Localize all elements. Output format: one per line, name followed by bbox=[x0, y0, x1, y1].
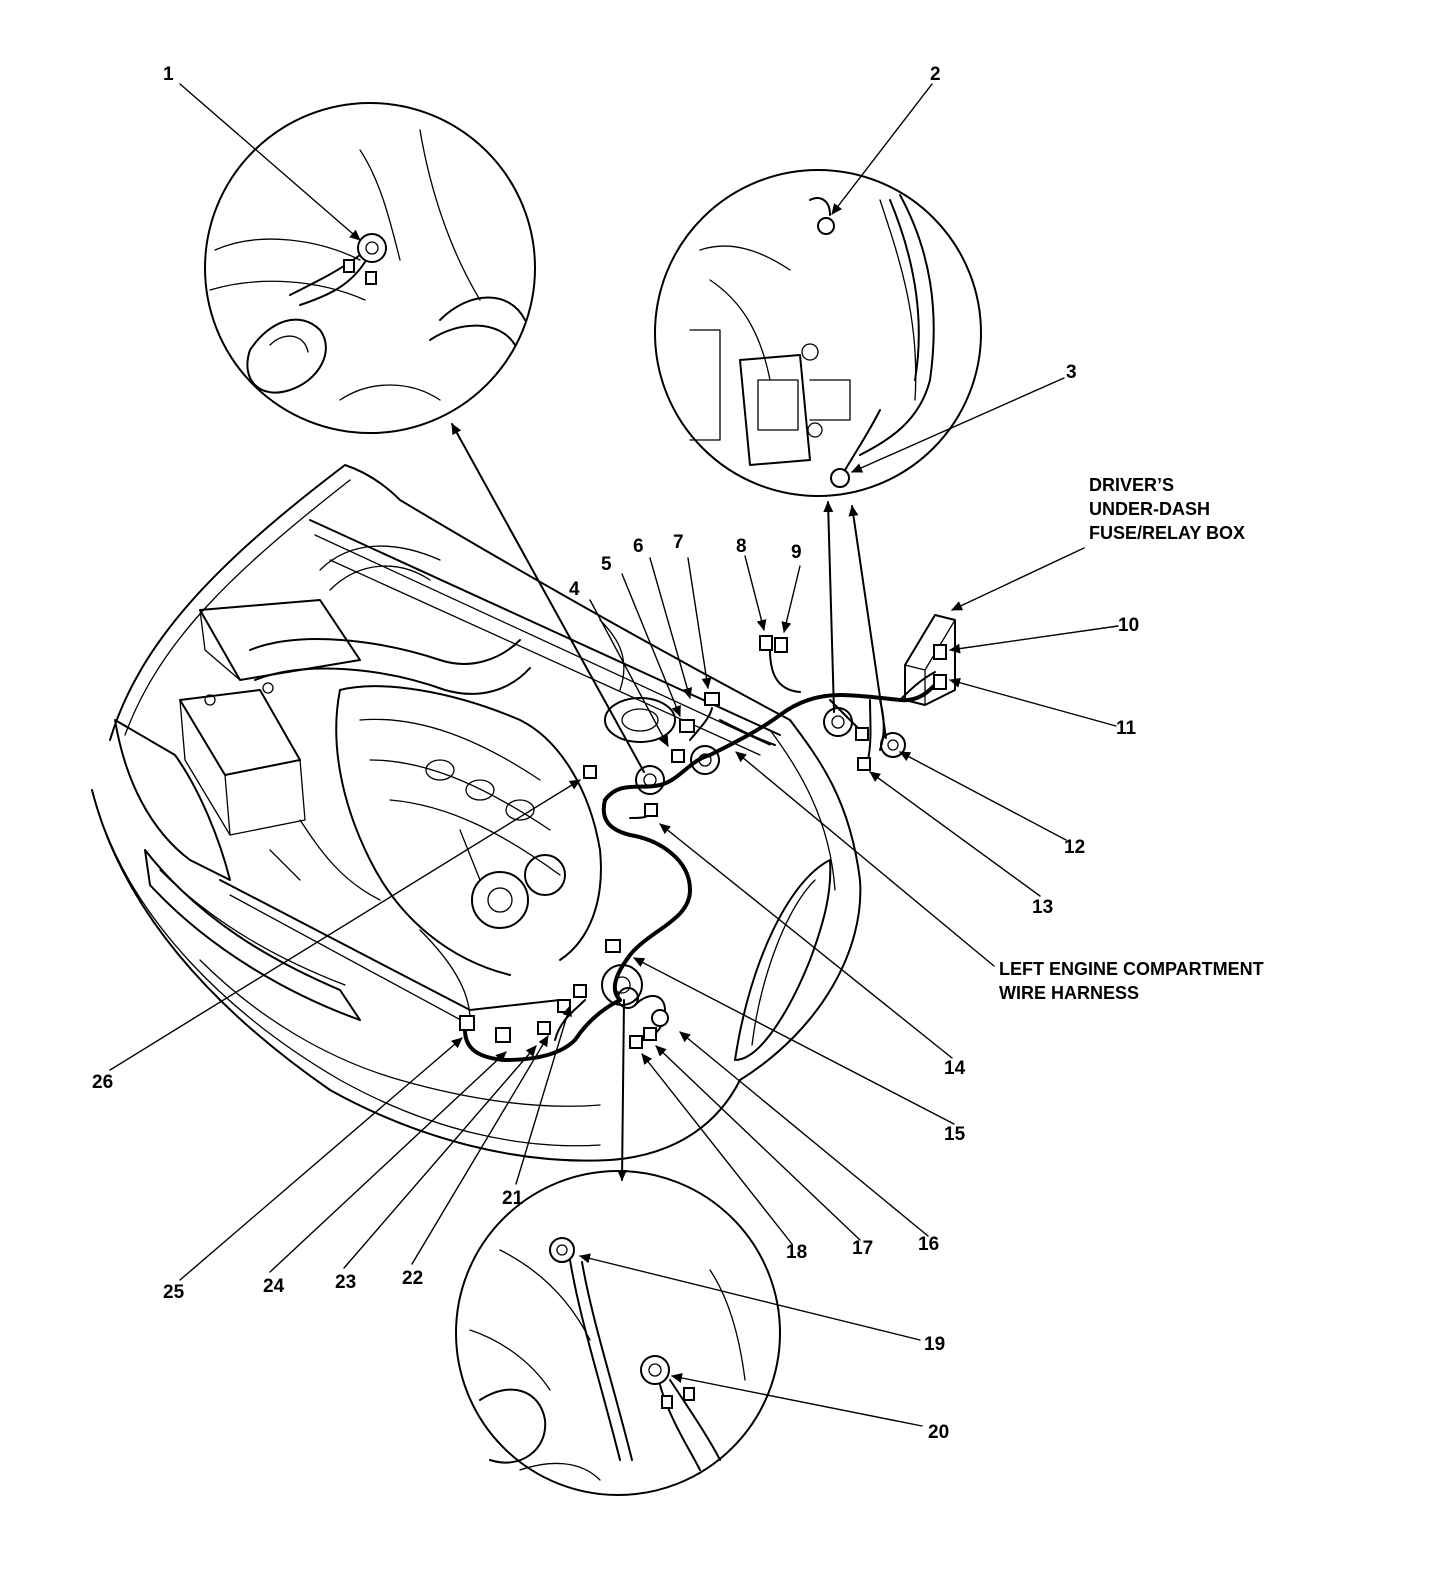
vehicle-engine-bay-illustration bbox=[91, 464, 862, 1162]
connector-icon bbox=[644, 803, 658, 817]
callout-numbers: 1 2 3 4 5 6 7 8 9 10 11 12 13 14 15 16 1… bbox=[92, 64, 1139, 1443]
harness-connectors bbox=[459, 635, 871, 1049]
callout-26: 26 bbox=[92, 1072, 113, 1093]
connector-icon bbox=[671, 749, 685, 763]
callout-3: 3 bbox=[1066, 362, 1077, 383]
callout-20: 20 bbox=[928, 1422, 949, 1443]
harness-caption-line-2: WIRE HARNESS bbox=[999, 983, 1139, 1003]
detail-view-2 bbox=[654, 169, 982, 497]
callout-11: 11 bbox=[1116, 718, 1137, 739]
callout-22: 22 bbox=[402, 1268, 423, 1289]
callout-19: 19 bbox=[924, 1334, 945, 1355]
captions: DRIVER’S UNDER-DASH FUSE/RELAY BOX LEFT … bbox=[999, 475, 1264, 1003]
callout-13: 13 bbox=[1032, 897, 1053, 918]
callout-14: 14 bbox=[944, 1058, 966, 1079]
callout-7: 7 bbox=[673, 532, 684, 553]
fuse-box-caption-line-1: DRIVER’S bbox=[1089, 475, 1174, 495]
callout-12: 12 bbox=[1064, 837, 1085, 858]
wire-harness bbox=[463, 649, 942, 1062]
callout-8: 8 bbox=[736, 536, 747, 557]
callout-1: 1 bbox=[163, 64, 174, 85]
leader-lines bbox=[109, 83, 1119, 1427]
callout-18: 18 bbox=[786, 1242, 807, 1263]
detail-view-1 bbox=[204, 102, 536, 434]
callout-4: 4 bbox=[569, 579, 580, 600]
callout-16: 16 bbox=[918, 1234, 939, 1255]
callout-5: 5 bbox=[601, 554, 612, 575]
callout-25: 25 bbox=[163, 1282, 185, 1303]
fuse-box-caption-line-3: FUSE/RELAY BOX bbox=[1089, 523, 1245, 543]
connector-icon bbox=[679, 719, 695, 733]
callout-10: 10 bbox=[1118, 615, 1139, 636]
connector-icon bbox=[629, 1035, 643, 1049]
callout-23: 23 bbox=[335, 1272, 356, 1293]
connector-icon bbox=[643, 1027, 657, 1041]
callout-9: 9 bbox=[791, 542, 802, 563]
fuse-box-caption-line-2: UNDER-DASH bbox=[1089, 499, 1210, 519]
under-dash-fuse-relay-box bbox=[904, 614, 956, 706]
ground-terminal-icon bbox=[651, 1009, 669, 1027]
connector-icon bbox=[855, 727, 869, 741]
connector-icon bbox=[495, 1027, 511, 1043]
connector-icon bbox=[537, 1021, 551, 1035]
connector-icon bbox=[857, 757, 871, 771]
connector-icon bbox=[759, 635, 773, 651]
callout-21: 21 bbox=[502, 1188, 524, 1209]
callout-6: 6 bbox=[633, 536, 644, 557]
connector-icon bbox=[583, 765, 597, 779]
connector-icon bbox=[774, 637, 788, 653]
connector-icon bbox=[573, 984, 587, 998]
connector-icon bbox=[605, 939, 621, 953]
connector-icon bbox=[459, 1015, 475, 1031]
detail-view-3 bbox=[455, 1170, 781, 1496]
callout-15: 15 bbox=[944, 1124, 966, 1145]
grommets bbox=[601, 707, 906, 1009]
harness-caption-line-1: LEFT ENGINE COMPARTMENT bbox=[999, 959, 1264, 979]
connector-icon bbox=[704, 692, 720, 706]
callout-24: 24 bbox=[263, 1276, 285, 1297]
callout-17: 17 bbox=[852, 1238, 873, 1259]
callout-2: 2 bbox=[930, 64, 941, 85]
